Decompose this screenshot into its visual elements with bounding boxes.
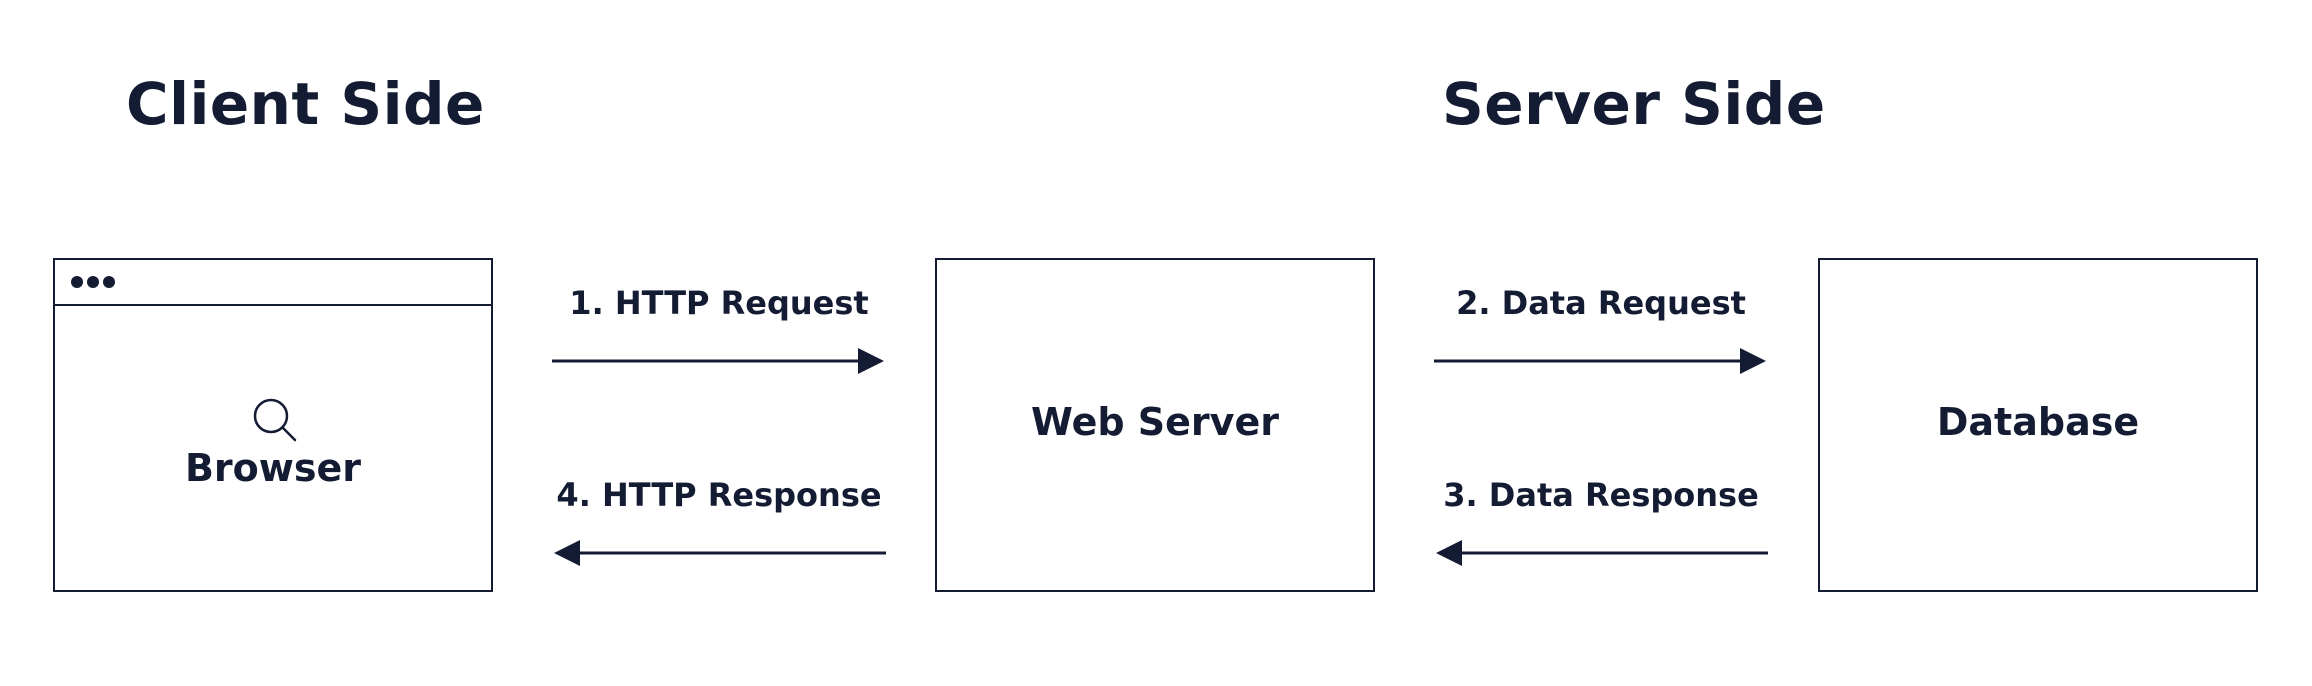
edge-label-http-request: 1. HTTP Request xyxy=(569,284,869,322)
arrow-http-response xyxy=(554,540,886,566)
client-side-title: Client Side xyxy=(126,70,485,138)
browser-label: Browser xyxy=(184,446,362,490)
web-server-node: Web Server xyxy=(935,258,1375,592)
search-icon xyxy=(253,398,297,442)
arrow-http-request xyxy=(552,348,884,374)
database-node: Database xyxy=(1818,258,2258,592)
browser-dot-icon xyxy=(103,276,115,288)
edge-label-data-response: 3. Data Response xyxy=(1443,476,1759,514)
web-server-label: Web Server xyxy=(1031,400,1279,444)
browser-node: Browser xyxy=(53,258,493,592)
arrow-data-request xyxy=(1434,348,1766,374)
browser-dot-icon xyxy=(71,276,83,288)
browser-dot-icon xyxy=(87,276,99,288)
edge-label-http-response: 4. HTTP Response xyxy=(556,476,882,514)
browser-title-bar xyxy=(55,260,491,306)
database-label: Database xyxy=(1936,400,2140,444)
server-side-title: Server Side xyxy=(1442,70,1826,138)
edge-label-data-request: 2. Data Request xyxy=(1456,284,1746,322)
arrow-data-response xyxy=(1436,540,1768,566)
